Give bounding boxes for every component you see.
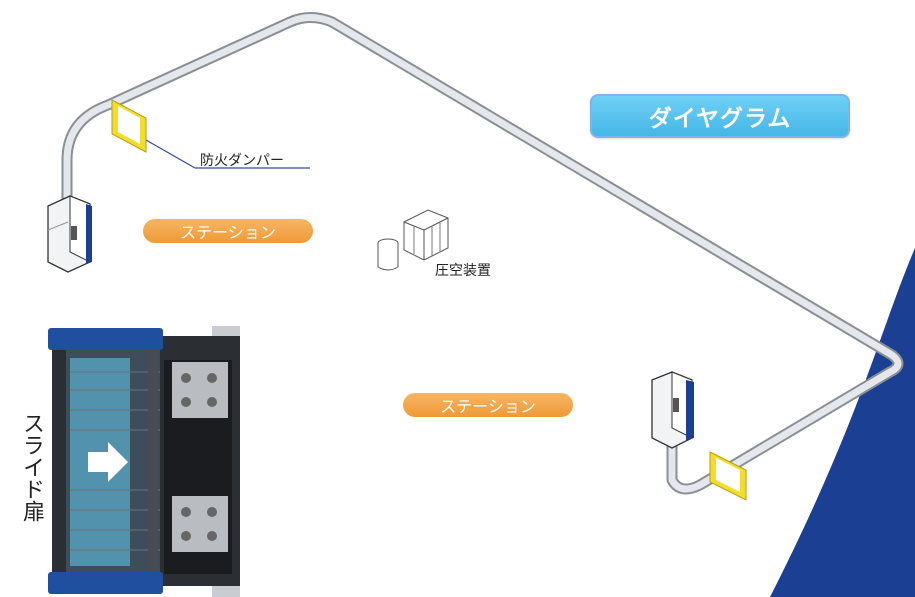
station-label-1: ステーション bbox=[143, 219, 313, 243]
station-label-2: ステーション bbox=[403, 393, 573, 417]
fire-damper-label: 防火ダンパー bbox=[200, 153, 284, 169]
compressor-label: 圧空装置 bbox=[435, 263, 491, 279]
diagram-title: ダイヤグラム bbox=[590, 94, 850, 138]
slide-door-label: スライド扉 bbox=[19, 412, 44, 522]
